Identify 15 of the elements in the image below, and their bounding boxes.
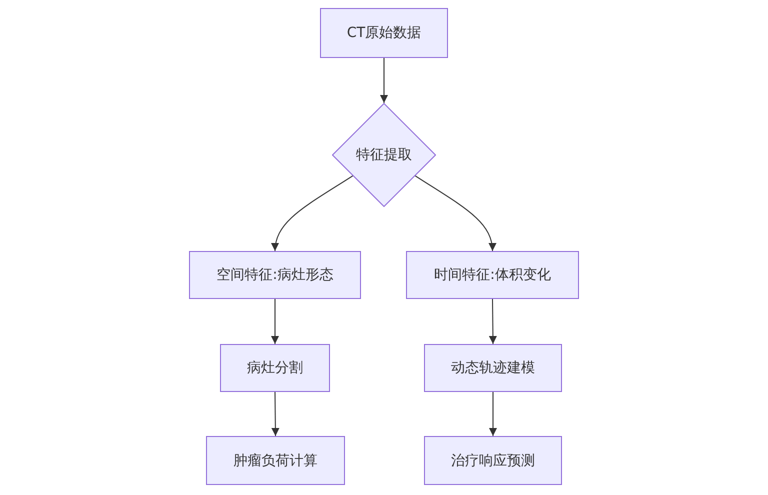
process-box: 空间特征:病灶形态 (189, 251, 361, 299)
process-box: 时间特征:体积变化 (406, 251, 579, 299)
arrow (489, 392, 497, 436)
process-box: 病灶分割 (220, 344, 330, 392)
arrow (272, 175, 354, 252)
arrow (488, 298, 497, 344)
process-box: 肿瘤负荷计算 (206, 436, 345, 485)
arrow (380, 58, 388, 104)
process-box: 治疗响应预测 (424, 436, 562, 485)
process-box: CT原始数据 (320, 8, 448, 58)
arrow (414, 175, 496, 252)
process-box: 动态轨迹建模 (424, 344, 562, 392)
arrow (271, 298, 279, 344)
decision-diamond: 特征提取 (332, 103, 436, 207)
arrow (271, 392, 280, 436)
